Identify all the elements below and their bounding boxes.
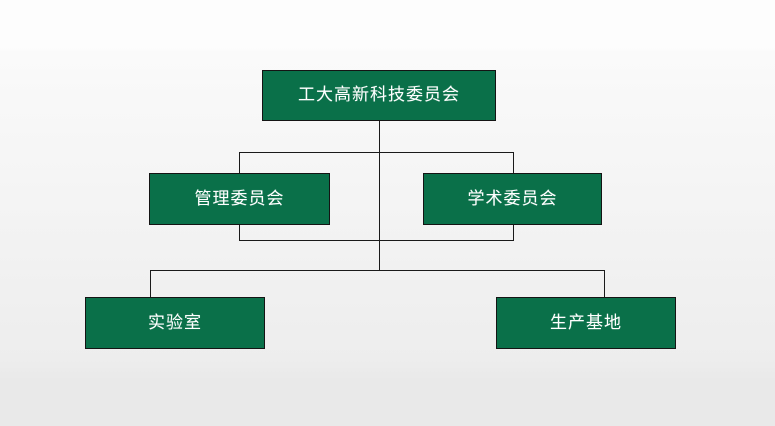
connector-root-trunk xyxy=(379,121,380,271)
org-node-production-base-label: 生产基地 xyxy=(550,312,622,333)
connector-drop-laboratory xyxy=(150,270,151,298)
org-node-academic[interactable]: 学术委员会 xyxy=(423,173,602,225)
connector-riser-management xyxy=(239,225,240,241)
org-node-laboratory-label: 实验室 xyxy=(148,312,202,333)
connector-drop-academic xyxy=(513,152,514,174)
connector-riser-academic xyxy=(513,225,514,241)
org-node-root[interactable]: 工大高新科技委员会 xyxy=(262,70,496,121)
org-node-root-label: 工大高新科技委员会 xyxy=(298,85,460,105)
connector-drop-management xyxy=(239,152,240,174)
org-node-production-base[interactable]: 生产基地 xyxy=(496,297,676,349)
connector-level2-bar xyxy=(239,152,514,153)
org-node-academic-label: 学术委员会 xyxy=(467,188,558,209)
org-node-management[interactable]: 管理委员会 xyxy=(149,173,330,225)
connector-drop-production-base xyxy=(604,270,605,298)
connector-level2-merge-bar xyxy=(239,240,514,241)
connector-level3-bar xyxy=(150,270,605,271)
org-node-laboratory[interactable]: 实验室 xyxy=(85,297,265,349)
org-node-management-label: 管理委员会 xyxy=(194,188,285,209)
